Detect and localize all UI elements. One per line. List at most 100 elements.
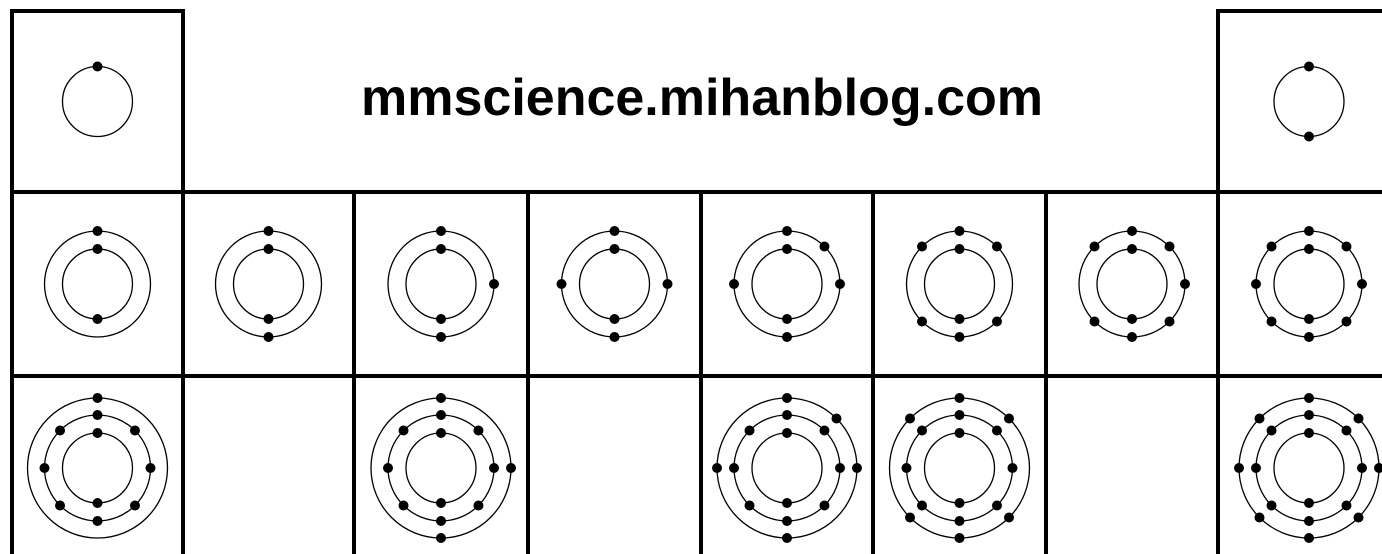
electron-dot [1127,244,1137,254]
atom-S [888,393,1031,543]
electron-dot [991,316,1002,327]
electron-dot [835,279,845,289]
electron-dot [609,332,620,342]
electron-dot [92,226,103,236]
electron-dot [92,244,103,254]
atom-H [61,61,134,138]
electron-dot [1003,413,1014,424]
electron-dot [92,410,103,420]
electron-dot [1304,516,1314,526]
electron-dot [1304,61,1314,72]
electron-dot [436,332,446,342]
atom-C [556,226,673,342]
atom-O [905,226,1014,342]
electron-dot [991,241,1002,252]
electron-shell [405,432,477,504]
electron-dot [436,226,446,236]
atom-Li [43,226,152,338]
electron-dot [905,413,916,424]
electron-dot [1341,500,1352,511]
atom-B [387,226,499,342]
electron-dot [1164,316,1175,327]
electron-shell [923,432,996,504]
electron-dot [129,425,140,436]
electron-dot [991,425,1002,436]
electron-dot [1164,241,1175,252]
electron-dot [782,393,792,403]
atom-P [712,393,862,543]
electron-dot [917,316,928,327]
electron-dot [954,533,965,543]
electron-dot [1357,279,1367,289]
electron-dot [1304,131,1314,142]
atom-Be [214,226,323,342]
electron-dot [55,425,66,436]
electron-shell [405,248,477,320]
electron-dot [819,500,830,511]
electron-dot [1341,425,1352,436]
atom-N [729,226,845,342]
electron-dot [92,428,103,438]
electron-dot [991,500,1002,511]
electron-dot [782,498,792,508]
electron-dot [954,314,965,324]
electron-dot [1374,463,1382,473]
electron-dot [1254,512,1265,523]
electron-dot [436,516,446,526]
atom-diagrams [26,61,1382,543]
electron-dot [782,244,792,254]
electron-dot [1304,226,1314,236]
electron-dot [398,500,409,511]
electron-dot [954,244,965,254]
electron-dot [782,410,792,420]
electron-dot [1234,463,1244,473]
electron-dot [145,463,156,473]
electron-shell [61,248,134,320]
electron-dot [917,425,928,436]
electron-dot [954,226,965,236]
electron-shell [923,248,996,320]
electron-dot [782,314,792,324]
electron-dot [1304,410,1314,420]
electron-dot [954,428,965,438]
atom-He [1273,61,1345,142]
electron-dot [1341,316,1352,327]
electron-dot [1304,393,1314,403]
electron-dot [436,314,446,324]
electron-dot [917,500,928,511]
electron-dot [1266,500,1277,511]
electron-dot [436,244,446,254]
electron-dot [473,500,484,511]
electron-dot [1003,512,1014,523]
electron-dot [92,516,103,526]
electron-dot [1353,512,1364,523]
electron-dot [39,463,50,473]
electron-dot [92,393,103,403]
electron-dot [782,226,792,236]
electron-dot [744,500,755,511]
electron-dot [129,500,140,511]
electron-shell [751,432,823,504]
electron-dot [831,413,842,424]
electron-shell [232,248,305,320]
electron-dot [1251,279,1261,289]
electron-dot [1254,413,1265,424]
electron-dot [92,61,103,72]
electron-dot [954,516,965,526]
atom-Ne [1251,226,1367,342]
electron-dot [556,279,567,289]
electron-dot [1127,332,1137,342]
electron-dot [263,226,274,236]
electron-shell [578,248,651,320]
electron-dot [489,279,499,289]
electron-dot [917,241,928,252]
electron-dot [383,463,393,473]
electron-dot [954,332,965,342]
electron-dot [1180,279,1190,289]
electron-dot [92,314,103,324]
electron-dot [1266,316,1277,327]
electron-shell [751,248,823,320]
atom-F [1078,226,1190,342]
electron-dot [1304,533,1314,543]
